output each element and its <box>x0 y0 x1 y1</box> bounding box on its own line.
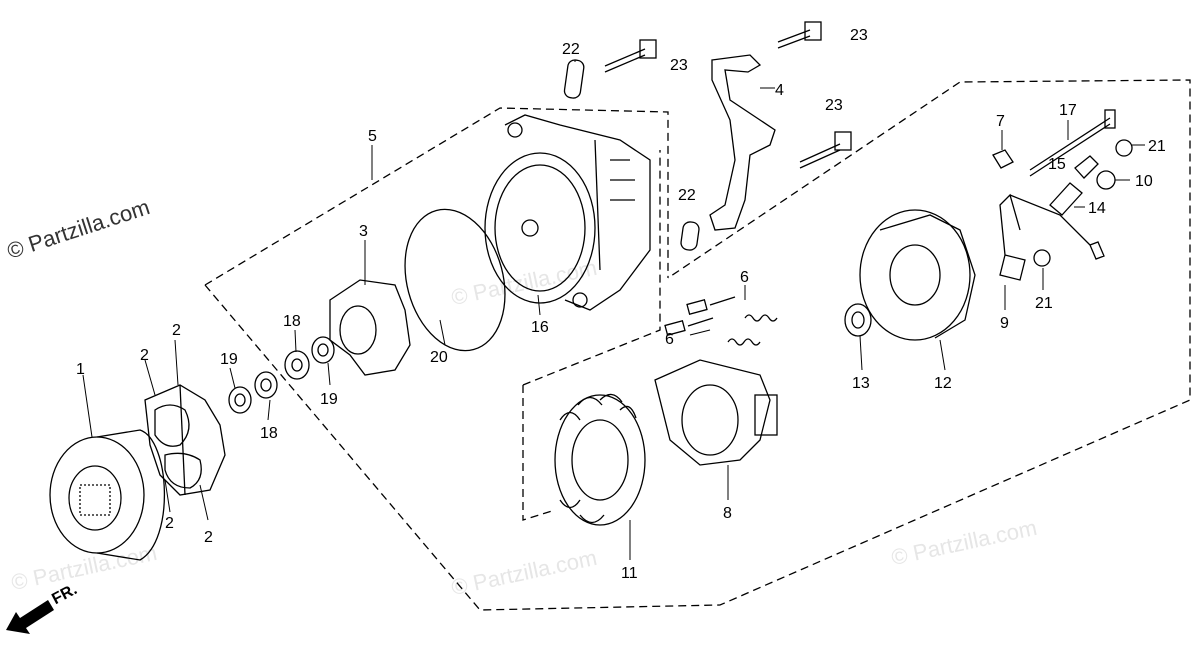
part-14-connector[interactable] <box>1049 182 1083 216</box>
label-part-8: 8 <box>723 505 732 522</box>
label-part-6: 6 <box>740 269 749 286</box>
label-part-20: 20 <box>430 349 448 366</box>
part-18-nut-upper[interactable] <box>284 350 310 380</box>
part-23-bolt-b[interactable] <box>777 21 822 49</box>
part-18-nut[interactable] <box>254 371 278 399</box>
label-part-22: 22 <box>562 41 580 58</box>
part-15-terminal[interactable] <box>1074 155 1099 179</box>
label-part-7: 7 <box>996 113 1005 130</box>
label-part-19: 19 <box>320 391 338 408</box>
assembly-boundary-5 <box>204 107 669 286</box>
part-13-bearing[interactable] <box>844 303 872 337</box>
part-22-collar-mid[interactable] <box>680 221 700 251</box>
label-part-14: 14 <box>1088 200 1106 217</box>
part-23-bolt-c[interactable] <box>799 131 852 169</box>
label-part-21: 21 <box>1035 295 1053 312</box>
label-part-13: 13 <box>852 375 870 392</box>
part-3-cover[interactable] <box>329 279 411 376</box>
part-21-nut-top[interactable] <box>1115 139 1133 157</box>
label-part-2: 2 <box>140 347 149 364</box>
part-16-housing[interactable] <box>484 114 651 311</box>
label-part-4: 4 <box>775 82 784 99</box>
label-part-1: 1 <box>76 361 85 378</box>
part-10-nut[interactable] <box>1096 170 1116 190</box>
label-part-23: 23 <box>670 57 688 74</box>
part-9-wire-terminal[interactable] <box>999 193 1026 281</box>
part-23-bolt-a[interactable] <box>604 39 657 73</box>
part-17-long-bolt[interactable] <box>1029 109 1116 177</box>
label-part-9: 9 <box>1000 315 1009 332</box>
front-direction-arrow-icon <box>6 600 54 634</box>
part-19-washer-upper[interactable] <box>311 336 335 364</box>
part-19-washer[interactable] <box>228 386 252 414</box>
label-part-23: 23 <box>850 27 868 44</box>
part-22-collar-top[interactable] <box>563 59 585 99</box>
part-8-rectifier[interactable] <box>654 359 778 466</box>
part-11-stator[interactable] <box>554 393 646 526</box>
part-4-bracket[interactable] <box>709 54 776 231</box>
label-part-2: 2 <box>165 515 174 532</box>
label-part-12: 12 <box>934 375 952 392</box>
label-part-16: 16 <box>531 319 549 336</box>
label-part-19: 19 <box>220 351 238 368</box>
part-7-clip[interactable] <box>992 149 1014 169</box>
label-part-23: 23 <box>825 97 843 114</box>
label-part-18: 18 <box>283 313 301 330</box>
label-part-2: 2 <box>204 529 213 546</box>
part-6-brush-set[interactable] <box>664 296 778 346</box>
label-part-17: 17 <box>1059 102 1077 119</box>
label-part-21: 21 <box>1148 138 1166 155</box>
label-part-15: 15 <box>1048 156 1066 173</box>
assembly-boundary-inner <box>522 150 661 386</box>
label-part-10: 10 <box>1135 173 1153 190</box>
part-2-damper-rubbers[interactable] <box>144 384 226 496</box>
part-12-rear-cover[interactable] <box>859 209 976 341</box>
label-part-5: 5 <box>368 128 377 145</box>
part-20-o-ring[interactable] <box>390 198 520 362</box>
label-part-11: 11 <box>621 565 638 582</box>
part-21-nut-bottom[interactable] <box>1033 249 1051 267</box>
label-part-2: 2 <box>172 322 181 339</box>
label-part-18: 18 <box>260 425 278 442</box>
label-part-3: 3 <box>359 223 368 240</box>
label-part-22: 22 <box>678 187 696 204</box>
label-part-6: 6 <box>665 331 674 348</box>
part-1-pulley[interactable] <box>49 429 166 561</box>
